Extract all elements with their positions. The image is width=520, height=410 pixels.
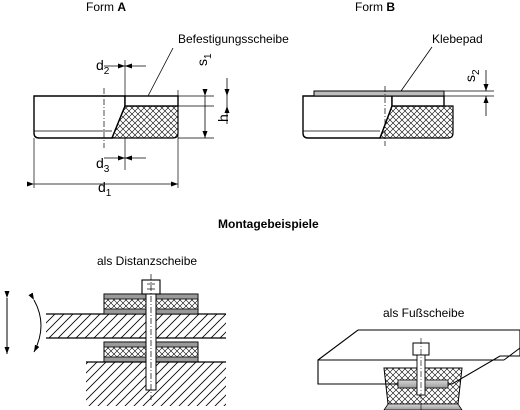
- dim-s2: s2: [462, 69, 482, 82]
- examples-heading: Montagebeispiele: [218, 217, 319, 231]
- form-b-washer: [391, 95, 445, 107]
- form-a-body-outline: [33, 95, 126, 139]
- form-a-fixing-washer: [124, 95, 179, 107]
- foot-mounting-example: [317, 329, 520, 410]
- form-a-rubber-hatch: [111, 105, 179, 139]
- dim-d2: d2: [96, 57, 110, 77]
- spacer-mounting-example: [4, 274, 226, 406]
- form-b-section-view: [302, 46, 494, 146]
- dim-s1: s1: [194, 53, 214, 66]
- form-a-section-view: [27, 47, 230, 188]
- foot-washer: [383, 403, 463, 410]
- dim-h: h: [215, 114, 231, 122]
- form-b-rubber-hatch: [379, 105, 454, 139]
- middle-plate: [46, 314, 226, 338]
- form-b-title: Form B: [355, 0, 396, 14]
- foot-example-title: als Fußscheibe: [383, 306, 465, 320]
- form-b-adhesive-pad: [313, 90, 445, 97]
- form-a-title: Form A: [86, 0, 127, 14]
- form-b-callout-label: Klebepad: [432, 32, 483, 46]
- dim-d3: d3: [96, 155, 110, 175]
- dim-d1: d1: [98, 179, 112, 199]
- form-a-callout-label: Befestigungsscheibe: [178, 32, 289, 46]
- spacer-example-title: als Distanzscheibe: [97, 254, 198, 268]
- form-b-body-outline: [302, 95, 393, 139]
